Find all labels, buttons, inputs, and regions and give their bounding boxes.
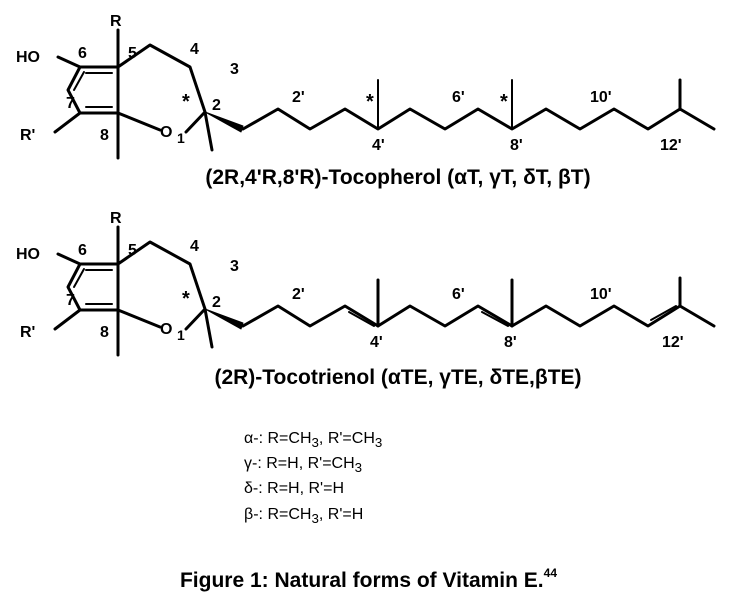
tocopherol-n2-label: 2: [212, 97, 221, 114]
tocopherol-n4-label: 4: [190, 41, 199, 58]
legend-rprime-subscript: 3: [354, 460, 363, 476]
legend-prefix: α-:: [244, 430, 264, 447]
tocotrienol-n4p-label: 4': [370, 334, 383, 351]
tocopherol-aromatic-ring: [66, 65, 120, 115]
tocopherol-n4p-label: 4': [372, 137, 385, 154]
legend-rprime-subscript: 3: [374, 435, 383, 451]
tocotrienol-n4-label: 4: [190, 238, 199, 255]
tocopherol-structure: [53, 28, 716, 160]
tocopherol-n8p-label: 8': [510, 137, 523, 154]
legend-r-subscript: 3: [311, 435, 319, 451]
tocopherol-title: (2R,4'R,8'R)-Tocopherol (αT, γT, δT, βT): [205, 166, 590, 189]
tocotrienol-chroman-ring: [116, 240, 207, 331]
tocopherol-n1-label: 1: [177, 130, 185, 146]
substituent-legend: α-: R=CH3, R'=CH3 γ-: R=H, R'=CH3 δ-: R=…: [244, 428, 504, 529]
tocopherol-rprime-bond: [53, 111, 82, 134]
figure-caption-reference: 44: [543, 566, 558, 580]
tocopherol-rprime-label: R': [20, 127, 35, 144]
tocotrienol-n8p-label: 8': [504, 334, 517, 351]
tocotrienol-n7-label: 7: [66, 292, 75, 309]
legend-rprime-value: , R'=H: [318, 505, 364, 523]
tocopherol-c2-methyl: [203, 110, 214, 152]
legend-row-alpha: α-: R=CH3, R'=CH3: [244, 428, 504, 453]
tocotrienol-ho-bond: [56, 252, 82, 266]
tocopherol-c8p-stereo-star: *: [500, 91, 508, 113]
tocotrienol-structure: [53, 225, 716, 357]
tocopherol-n2p-label: 2': [292, 89, 305, 106]
tocotrienol-n5-label: 5: [128, 242, 137, 259]
tocotrienol-n12p-label: 12': [662, 334, 684, 351]
tocopherol-ho-label: HO: [16, 49, 40, 66]
tocotrienol-n3-label: 3: [230, 258, 239, 275]
legend-r-value: R=CH: [267, 505, 312, 523]
tocotrienol-title: (2R)-Tocotrienol (αTE, γTE, δTE,βTE): [214, 366, 581, 389]
tocopherol-c2-stereo-star: *: [182, 91, 190, 113]
tocopherol-r-label: R: [110, 13, 122, 30]
tocotrienol-rprime-label: R': [20, 324, 35, 341]
tocopherol-n8-label: 8: [100, 127, 109, 144]
tocotrienol-c2-methyl: [203, 307, 214, 349]
tocotrienol-n6p-label: 6': [452, 286, 465, 303]
tocotrienol-ho-label: HO: [16, 246, 40, 263]
tocotrienol-r-label: R: [110, 210, 122, 227]
tocopherol-chroman-ring: [116, 43, 207, 134]
tocotrienol-side-chain: [241, 304, 716, 328]
tocopherol-ho-bond: [56, 55, 82, 69]
tocopherol-o-label: O: [160, 124, 172, 141]
legend-row-beta: β-: R=CH3, R'=H: [244, 504, 504, 529]
tocotrienol-o-label: O: [160, 321, 172, 338]
legend-prefix: γ-:: [244, 455, 262, 473]
tocopherol-n12p-label: 12': [660, 137, 682, 154]
tocopherol-side-chain: [241, 107, 716, 131]
tocotrienol-rprime-bond: [53, 308, 82, 331]
figure-caption-text: Figure 1: Natural forms of Vitamin E.: [179, 569, 544, 592]
legend-prefix: β-:: [244, 505, 263, 523]
figure-caption: Figure 1: Natural forms of Vitamin E.44: [0, 566, 737, 593]
tocotrienol-n6-label: 6: [78, 242, 87, 259]
legend-r-value: R=H: [267, 480, 300, 498]
tocotrienol-c2-stereo-star: *: [182, 288, 190, 310]
tocopherol-n10p-label: 10': [590, 89, 612, 106]
legend-r-value: R=H: [266, 455, 299, 473]
tocopherol-n3-label: 3: [230, 61, 239, 78]
legend-rprime-value: , R'=CH: [318, 430, 375, 447]
tocopherol-c4p-stereo-star: *: [366, 91, 374, 113]
legend-row-gamma: γ-: R=H, R'=CH3: [244, 453, 504, 478]
tocotrienol-aromatic-ring: [66, 262, 120, 312]
legend-r-subscript: 3: [311, 510, 319, 526]
tocopherol-n7-label: 7: [66, 95, 75, 112]
tocopherol-n6p-label: 6': [452, 89, 465, 106]
legend-r-value: R=CH: [267, 430, 312, 447]
legend-prefix: δ-:: [244, 480, 263, 498]
tocotrienol-n8-label: 8: [100, 324, 109, 341]
legend-rprime-value: , R'=H: [299, 480, 344, 498]
tocotrienol-n2-label: 2: [212, 294, 221, 311]
tocotrienol-n10p-label: 10': [590, 286, 612, 303]
tocotrienol-n2p-label: 2': [292, 286, 305, 303]
tocopherol-n6-label: 6: [78, 45, 87, 62]
legend-rprime-value: , R'=CH: [298, 455, 355, 473]
legend-row-delta: δ-: R=H, R'=H: [244, 478, 504, 503]
tocotrienol-n1-label: 1: [177, 327, 185, 343]
tocopherol-n5-label: 5: [128, 45, 137, 62]
